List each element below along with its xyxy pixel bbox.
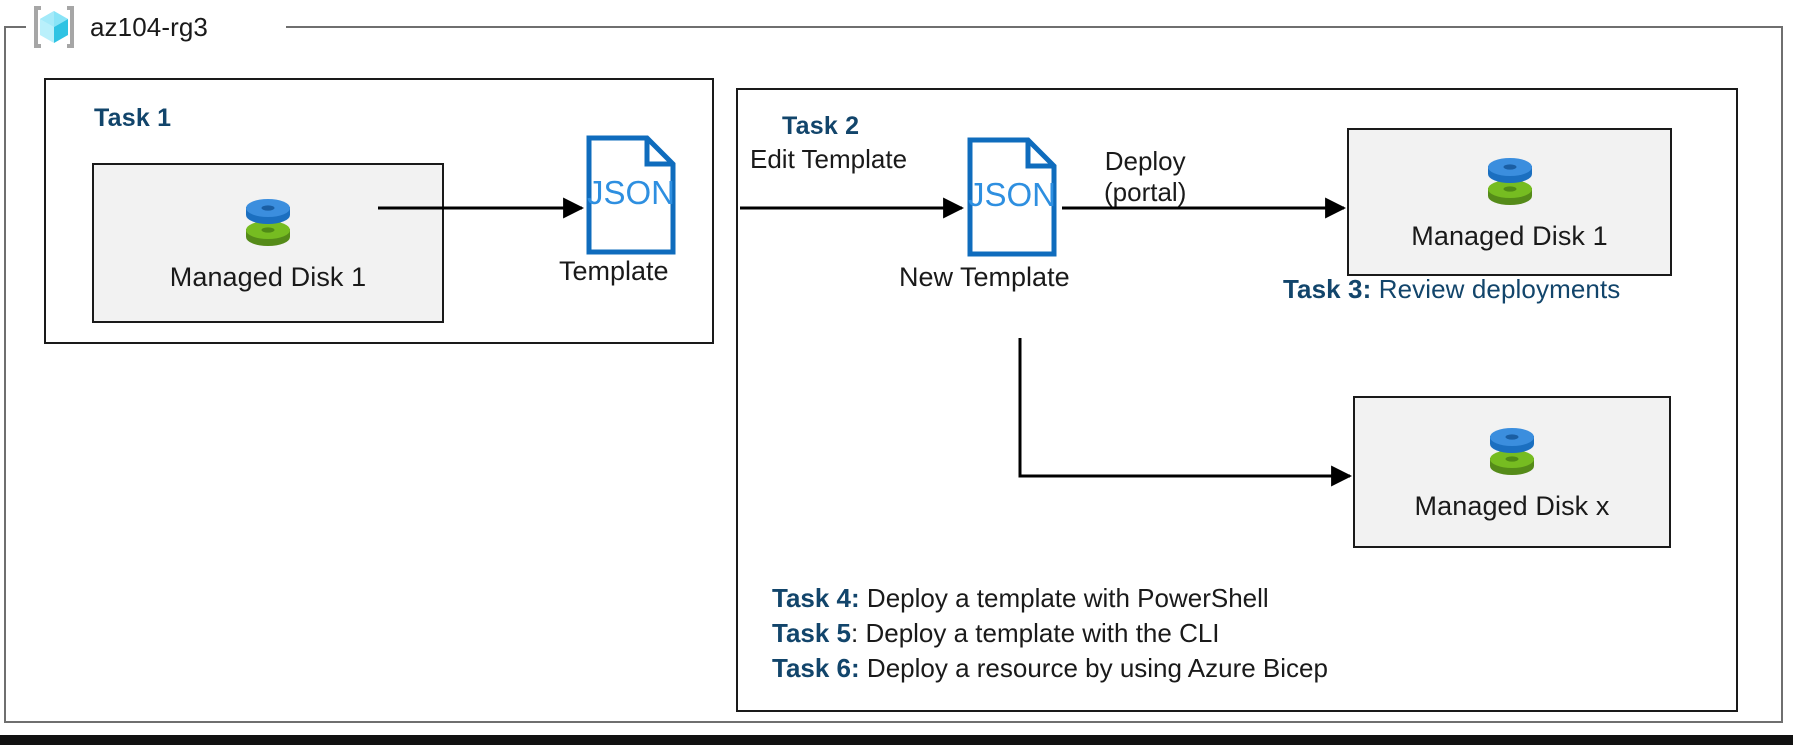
resource-group-header: az104-rg3 — [30, 2, 208, 52]
bottom-strip — [0, 735, 1793, 745]
task-4-value: Deploy a template with PowerShell — [866, 583, 1269, 613]
task-4-key: Task 4: — [772, 583, 860, 613]
task-list-item: Task 5: Deploy a template with the CLI — [772, 616, 1328, 651]
managed-disk-icon — [236, 193, 300, 258]
json-file-icon: JSON — [585, 134, 677, 256]
deploy-edge-label: Deploy (portal) — [1104, 146, 1186, 207]
managed-disk-deployed-label: Managed Disk 1 — [1411, 221, 1608, 251]
task-list: Task 4: Deploy a template with PowerShel… — [772, 581, 1328, 686]
resource-group-frame — [4, 26, 1783, 723]
managed-disk-x-tile: Managed Disk x — [1353, 396, 1671, 548]
managed-disk-1-label: Managed Disk 1 — [169, 262, 367, 292]
resource-group-name: az104-rg3 — [90, 11, 208, 42]
task-5-value: : Deploy a template with the CLI — [851, 618, 1220, 648]
new-template-caption: New Template — [899, 262, 1070, 292]
task-list-item: Task 4: Deploy a template with PowerShel… — [772, 581, 1328, 616]
managed-disk-deployed-tile: Managed Disk 1 — [1347, 128, 1672, 276]
svg-text:JSON: JSON — [587, 174, 675, 211]
deploy-edge-label-line2: (portal) — [1104, 176, 1187, 207]
task-5-key: Task 5 — [772, 618, 852, 648]
task-2-heading: Task 2 — [782, 112, 860, 140]
json-file-icon: JSON — [966, 136, 1058, 258]
managed-disk-icon — [1478, 152, 1542, 217]
task-6-key: Task 6: — [772, 653, 860, 683]
task-1-container — [44, 78, 714, 344]
task-2-container — [736, 88, 1738, 712]
task-1-heading: Task 1 — [94, 104, 172, 132]
edit-template-edge-label: Edit Template — [750, 144, 908, 174]
managed-disk-1-tile: Managed Disk 1 — [92, 163, 444, 323]
svg-text:JSON: JSON — [968, 176, 1056, 213]
task-list-item: Task 6: Deploy a resource by using Azure… — [772, 651, 1328, 686]
managed-disk-x-label: Managed Disk x — [1414, 491, 1610, 521]
task-6-value: Deploy a resource by using Azure Bicep — [866, 653, 1328, 683]
managed-disk-icon — [1480, 422, 1544, 487]
template-caption: Template — [559, 256, 669, 286]
task-3-value: Review deployments — [1378, 274, 1621, 304]
azure-resource-group-icon — [30, 3, 78, 51]
task-3-note: Task 3: Review deployments — [1283, 274, 1620, 305]
task-3-key: Task 3: — [1283, 274, 1372, 304]
deploy-edge-label-line1: Deploy — [1104, 146, 1186, 176]
